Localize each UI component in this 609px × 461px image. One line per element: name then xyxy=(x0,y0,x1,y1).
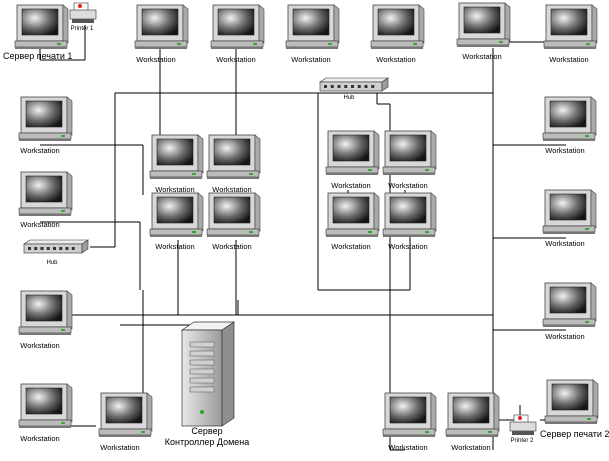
workstation-monitor-icon xyxy=(382,130,437,175)
workstation-monitor-icon xyxy=(543,4,598,49)
workstation-monitor-icon xyxy=(134,4,189,49)
workstation-label: Workstation xyxy=(212,242,252,251)
workstation-monitor-icon xyxy=(18,383,73,428)
workstation-monitor-icon xyxy=(542,282,597,327)
workstation-monitor-icon xyxy=(210,4,265,49)
workstation-monitor-icon xyxy=(370,4,425,49)
workstation-label: Workstation xyxy=(20,341,60,350)
workstation-monitor-icon xyxy=(14,4,69,49)
workstation-label: Workstation xyxy=(155,185,195,194)
workstation-label: Workstation xyxy=(462,52,502,61)
workstation-label: Workstation xyxy=(331,181,371,190)
workstation-monitor-icon xyxy=(544,379,599,424)
workstation-monitor-icon xyxy=(18,290,73,335)
workstation-label: Workstation xyxy=(20,220,60,229)
workstation-monitor-icon xyxy=(445,392,500,437)
workstation-monitor-icon xyxy=(149,192,204,237)
workstation-label: Workstation xyxy=(100,443,140,452)
workstation-label: Workstation xyxy=(136,55,176,64)
server-label-line1: Сервер xyxy=(191,426,223,436)
workstation-label: Workstation xyxy=(155,242,195,251)
workstation-label: Workstation xyxy=(545,239,585,248)
workstation-monitor-icon xyxy=(382,392,437,437)
workstation-label: Workstation xyxy=(20,146,60,155)
printer-2-label: Printer 2 xyxy=(510,438,534,444)
server-label-line2: Контроллер Домена xyxy=(164,437,250,447)
workstation-monitor-icon xyxy=(18,171,73,216)
workstation-label: Workstation xyxy=(545,146,585,155)
workstation-label: Workstation xyxy=(331,242,371,251)
workstation-monitor-icon xyxy=(18,96,73,141)
workstation-monitor-icon xyxy=(456,2,511,47)
workstation-monitor-icon xyxy=(382,192,437,237)
hub-label: Hub xyxy=(46,260,58,266)
workstation-monitor-icon xyxy=(285,4,340,49)
workstation-monitor-icon xyxy=(149,134,204,179)
workstation-monitor-icon xyxy=(206,192,261,237)
workstation-label: Workstation xyxy=(388,443,428,452)
workstation-label: Workstation xyxy=(388,181,428,190)
printer-icon xyxy=(509,414,537,435)
workstation-label: Workstation xyxy=(216,55,256,64)
printer-1-label: Printer 1 xyxy=(70,26,94,32)
workstation-label: Workstation xyxy=(20,434,60,443)
workstation-label: Workstation xyxy=(291,55,331,64)
workstation-monitor-icon xyxy=(325,192,380,237)
workstation-monitor-icon xyxy=(325,130,380,175)
workstation-label: Workstation xyxy=(549,55,589,64)
printer-icon xyxy=(69,2,97,23)
workstation-label: Workstation xyxy=(212,185,252,194)
hub-icon xyxy=(319,77,389,92)
workstation-label: Workstation xyxy=(376,55,416,64)
workstation-monitor-icon xyxy=(542,189,597,234)
workstation-monitor-icon xyxy=(206,134,261,179)
hub-icon xyxy=(23,239,89,254)
workstation-label: Workstation xyxy=(545,332,585,341)
workstation-monitor-icon xyxy=(542,96,597,141)
workstation-label: Workstation xyxy=(451,443,491,452)
print-server-1-label: Сервер печати 1 xyxy=(3,51,73,61)
server-tower-icon xyxy=(180,321,236,427)
workstation-label: Workstation xyxy=(388,242,428,251)
print-server-2-label: Сервер печати 2 xyxy=(540,429,609,439)
workstation-monitor-icon xyxy=(98,392,153,437)
hub-label: Hub xyxy=(343,95,355,101)
